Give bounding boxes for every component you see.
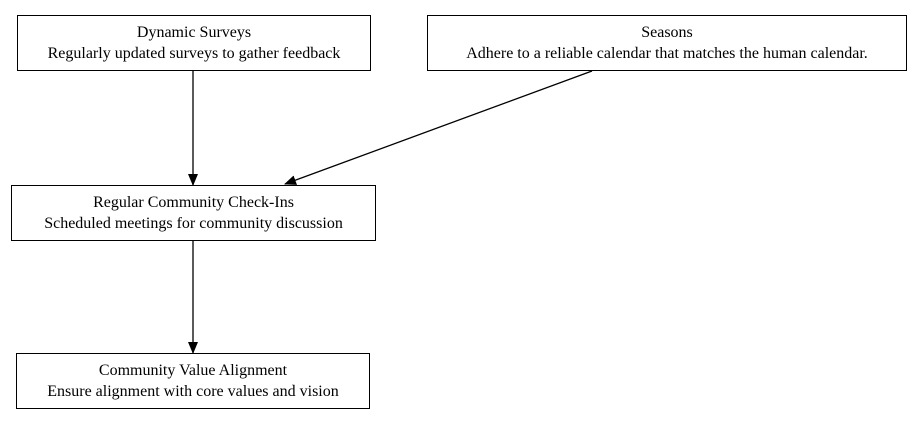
node-community-value-alignment: Community Value Alignment Ensure alignme… [16,353,370,409]
node-description: Regularly updated surveys to gather feed… [47,45,341,62]
edge-seasons-to-checkins [284,70,593,185]
node-dynamic-surveys: Dynamic Surveys Regularly updated survey… [17,15,371,71]
node-title: Community Value Alignment [98,362,288,379]
node-title: Dynamic Surveys [136,24,252,41]
node-description: Scheduled meetings for community discuss… [44,215,343,232]
node-seasons: Seasons Adhere to a reliable calendar th… [427,15,907,71]
node-description: Adhere to a reliable calendar that match… [466,45,868,62]
node-title: Seasons [641,24,693,41]
node-community-check-ins: Regular Community Check-Ins Scheduled me… [11,185,376,241]
node-title: Regular Community Check-Ins [93,194,294,211]
node-description: Ensure alignment with core values and vi… [47,383,339,400]
